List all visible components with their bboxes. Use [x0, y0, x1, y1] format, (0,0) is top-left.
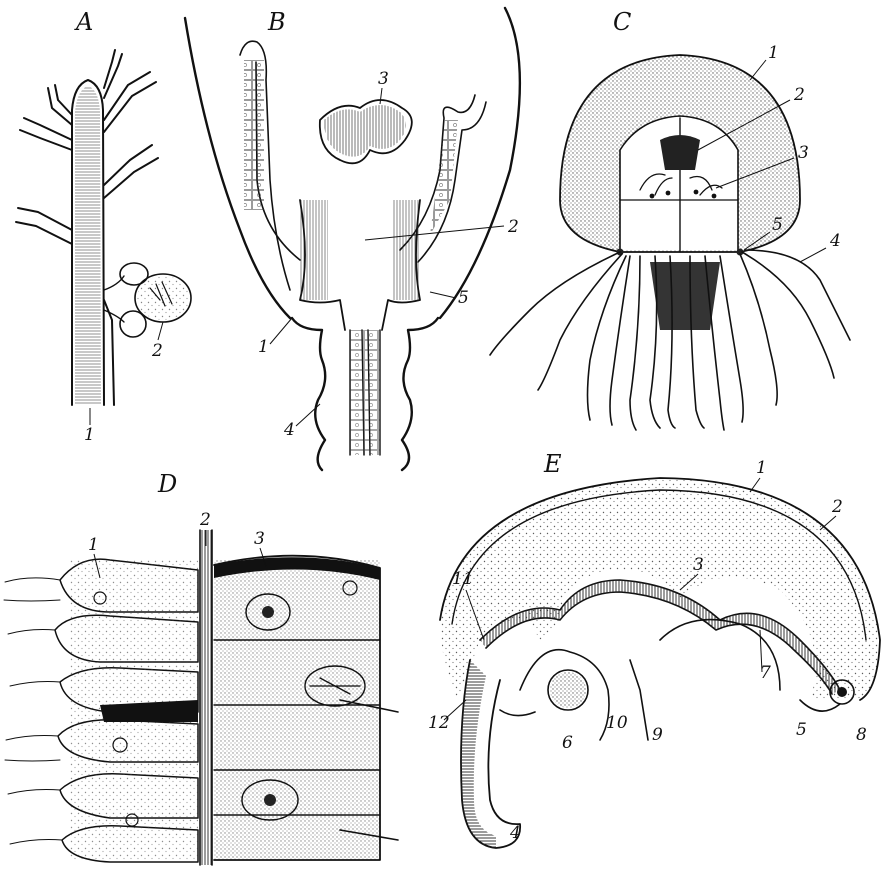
panel-b: B 1 2 3 [185, 8, 520, 470]
panel-b-label-3: 3 [378, 69, 389, 89]
panel-d-label-2: 2 [199, 510, 211, 530]
panel-c: C [490, 8, 850, 430]
panel-a-hydroid-drawing [16, 50, 191, 405]
panel-a-label-1: 1 [84, 425, 95, 445]
panel-a-letter: A [74, 8, 93, 36]
panel-e-label-8: 8 [856, 725, 867, 745]
panel-b-label-5: 5 [458, 288, 469, 308]
panel-d: D [4, 470, 398, 865]
panel-b-label-4: 4 [283, 420, 295, 440]
panel-e-label-5: 5 [796, 720, 807, 740]
panel-a: A 1 2 [16, 8, 191, 445]
panel-b-label-1: 1 [258, 337, 269, 357]
panel-e-section-drawing [440, 478, 880, 848]
panel-b-polyp-drawing [185, 8, 520, 470]
panel-c-letter: C [613, 8, 631, 36]
panel-e-label-3: 3 [693, 555, 704, 575]
panel-d-label-1: 1 [88, 535, 99, 555]
panel-e-label-12: 12 [428, 713, 450, 733]
panel-e-label-2: 2 [831, 497, 843, 517]
panel-c-label-2: 2 [793, 85, 805, 105]
panel-e: E 1 2 3 [428, 450, 880, 848]
panel-c-label-3: 3 [798, 143, 809, 163]
panel-b-letter: B [267, 8, 286, 36]
panel-d-letter: D [157, 470, 177, 498]
panel-d-label-3: 3 [254, 529, 265, 549]
panel-d-tissue-drawing [4, 530, 398, 865]
panel-c-label-1: 1 [768, 43, 779, 63]
panel-e-label-1: 1 [756, 458, 767, 478]
panel-b-label-2: 2 [507, 217, 519, 237]
panel-e-label-6: 6 [562, 733, 573, 753]
panel-c-medusa-drawing [490, 55, 850, 430]
panel-c-label-4: 4 [829, 231, 841, 251]
panel-e-label-10: 10 [606, 713, 628, 733]
panel-e-label-4: 4 [509, 823, 521, 843]
panel-e-letter: E [543, 450, 562, 478]
panel-e-label-11: 11 [452, 569, 474, 589]
panel-c-label-5: 5 [772, 215, 783, 235]
panel-e-label-9: 9 [652, 725, 663, 745]
panel-a-label-2: 2 [151, 341, 163, 361]
